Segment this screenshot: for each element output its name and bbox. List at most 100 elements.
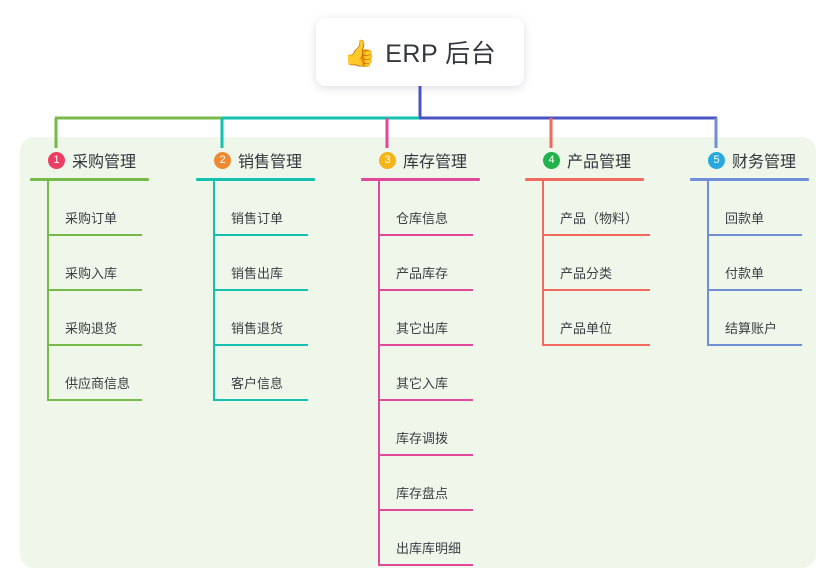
branch-title: 销售管理 — [238, 154, 303, 171]
branch-spine — [213, 181, 215, 401]
leaf-item-underline — [213, 344, 308, 346]
leaf-item[interactable]: 其它出库 — [361, 291, 480, 346]
leaf-item[interactable]: 库存调拨 — [361, 401, 480, 456]
leaf-item-label: 出库库明细 — [396, 541, 462, 556]
leaf-item-underline — [378, 564, 473, 566]
leaf-item[interactable]: 销售出库 — [196, 236, 315, 291]
branch-header-5[interactable]: 5 财务管理 — [690, 148, 809, 172]
leaf-item-label: 销售出库 — [231, 266, 284, 281]
leaf-item-underline — [378, 289, 473, 291]
leaf-item-label: 供应商信息 — [65, 376, 131, 391]
leaf-item[interactable]: 出库库明细 — [361, 511, 480, 566]
leaf-item-label: 采购退货 — [65, 321, 118, 336]
leaf-item-label: 付款单 — [725, 266, 765, 281]
leaf-item-label: 其它出库 — [396, 321, 449, 336]
leaf-item-label: 采购订单 — [65, 211, 118, 226]
leaf-item-underline — [213, 399, 308, 401]
leaf-item[interactable]: 仓库信息 — [361, 181, 480, 236]
leaf-item-underline — [542, 289, 650, 291]
leaf-item[interactable]: 产品（物料） — [525, 181, 650, 236]
branch-column-1: 1 采购管理采购订单采购入库采购退货供应商信息 — [30, 148, 149, 401]
leaf-item-underline — [47, 234, 142, 236]
leaf-item-label: 产品单位 — [560, 321, 613, 336]
leaf-item-label: 其它入库 — [396, 376, 449, 391]
branch-leaf-list-1: 采购订单采购入库采购退货供应商信息 — [30, 181, 149, 401]
leaf-item[interactable]: 采购订单 — [30, 181, 149, 236]
leaf-item-label: 产品（物料） — [560, 211, 639, 226]
leaf-item[interactable]: 其它入库 — [361, 346, 480, 401]
leaf-item-underline — [47, 399, 142, 401]
leaf-item-underline — [47, 289, 142, 291]
branch-title: 财务管理 — [732, 154, 797, 171]
leaf-item-underline — [542, 234, 650, 236]
leaf-item[interactable]: 供应商信息 — [30, 346, 149, 401]
branch-spine — [542, 181, 544, 346]
branch-header-underline — [196, 178, 315, 181]
leaf-item[interactable]: 产品分类 — [525, 236, 650, 291]
leaf-item-label: 回款单 — [725, 211, 765, 226]
leaf-item-label: 库存调拨 — [396, 431, 449, 446]
branch-header-underline — [30, 178, 149, 181]
leaf-item[interactable]: 产品单位 — [525, 291, 650, 346]
branch-header-underline — [525, 178, 644, 181]
branch-header-1[interactable]: 1 采购管理 — [30, 148, 149, 172]
branch-header-underline — [361, 178, 480, 181]
branch-column-5: 5 财务管理回款单付款单结算账户 — [690, 148, 809, 346]
branch-header-underline — [690, 178, 809, 181]
leaf-item-underline — [707, 289, 802, 291]
branch-number-badge: 2 — [214, 151, 231, 169]
branch-header-3[interactable]: 3 库存管理 — [361, 148, 480, 172]
leaf-item-label: 产品分类 — [560, 266, 613, 281]
leaf-item-label: 销售退货 — [231, 321, 284, 336]
leaf-item-label: 仓库信息 — [396, 211, 449, 226]
leaf-item-underline — [213, 289, 308, 291]
branches-background-panel — [20, 137, 816, 568]
branch-number-badge: 1 — [48, 151, 65, 169]
leaf-item-label: 库存盘点 — [396, 486, 449, 501]
branch-spine — [378, 181, 380, 566]
branch-leaf-list-3: 仓库信息产品库存其它出库其它入库库存调拨库存盘点出库库明细 — [361, 181, 480, 566]
leaf-item-underline — [707, 234, 802, 236]
branch-number-badge: 5 — [708, 151, 725, 169]
branch-title: 库存管理 — [403, 154, 468, 171]
leaf-item[interactable]: 采购退货 — [30, 291, 149, 346]
branch-column-3: 3 库存管理仓库信息产品库存其它出库其它入库库存调拨库存盘点出库库明细 — [361, 148, 480, 566]
leaf-item[interactable]: 产品库存 — [361, 236, 480, 291]
leaf-item-underline — [378, 399, 473, 401]
branch-title: 产品管理 — [567, 154, 632, 171]
leaf-item[interactable]: 库存盘点 — [361, 456, 480, 511]
leaf-item[interactable]: 采购入库 — [30, 236, 149, 291]
leaf-item-underline — [378, 344, 473, 346]
thumbs-up-icon: 👍 — [343, 38, 377, 68]
leaf-item[interactable]: 销售订单 — [196, 181, 315, 236]
leaf-item-underline — [378, 454, 473, 456]
branch-title: 采购管理 — [72, 154, 137, 171]
leaf-item[interactable]: 客户信息 — [196, 346, 315, 401]
branch-spine — [47, 181, 49, 401]
branch-header-2[interactable]: 2 销售管理 — [196, 148, 315, 172]
branch-spine — [707, 181, 709, 346]
leaf-item[interactable]: 结算账户 — [690, 291, 809, 346]
branch-leaf-list-4: 产品（物料） 产品分类产品单位 — [525, 181, 650, 346]
leaf-item-label: 客户信息 — [231, 376, 284, 391]
root-node-erp-backend[interactable]: 👍 ERP 后台 — [316, 18, 524, 86]
branch-leaf-list-5: 回款单付款单结算账户 — [690, 181, 809, 346]
leaf-item-label: 结算账户 — [725, 321, 778, 336]
leaf-item[interactable]: 付款单 — [690, 236, 809, 291]
leaf-item-underline — [213, 234, 308, 236]
leaf-item-underline — [542, 344, 650, 346]
leaf-item[interactable]: 销售退货 — [196, 291, 315, 346]
leaf-item-underline — [378, 234, 473, 236]
leaf-item-underline — [707, 344, 802, 346]
leaf-item-underline — [47, 344, 142, 346]
branch-column-2: 2 销售管理销售订单销售出库销售退货客户信息 — [196, 148, 315, 401]
branch-leaf-list-2: 销售订单销售出库销售退货客户信息 — [196, 181, 315, 401]
leaf-item-underline — [378, 509, 473, 511]
leaf-item-label: 产品库存 — [396, 266, 449, 281]
root-node-title: ERP 后台 — [385, 40, 497, 68]
leaf-item[interactable]: 回款单 — [690, 181, 809, 236]
branch-number-badge: 3 — [379, 151, 396, 169]
